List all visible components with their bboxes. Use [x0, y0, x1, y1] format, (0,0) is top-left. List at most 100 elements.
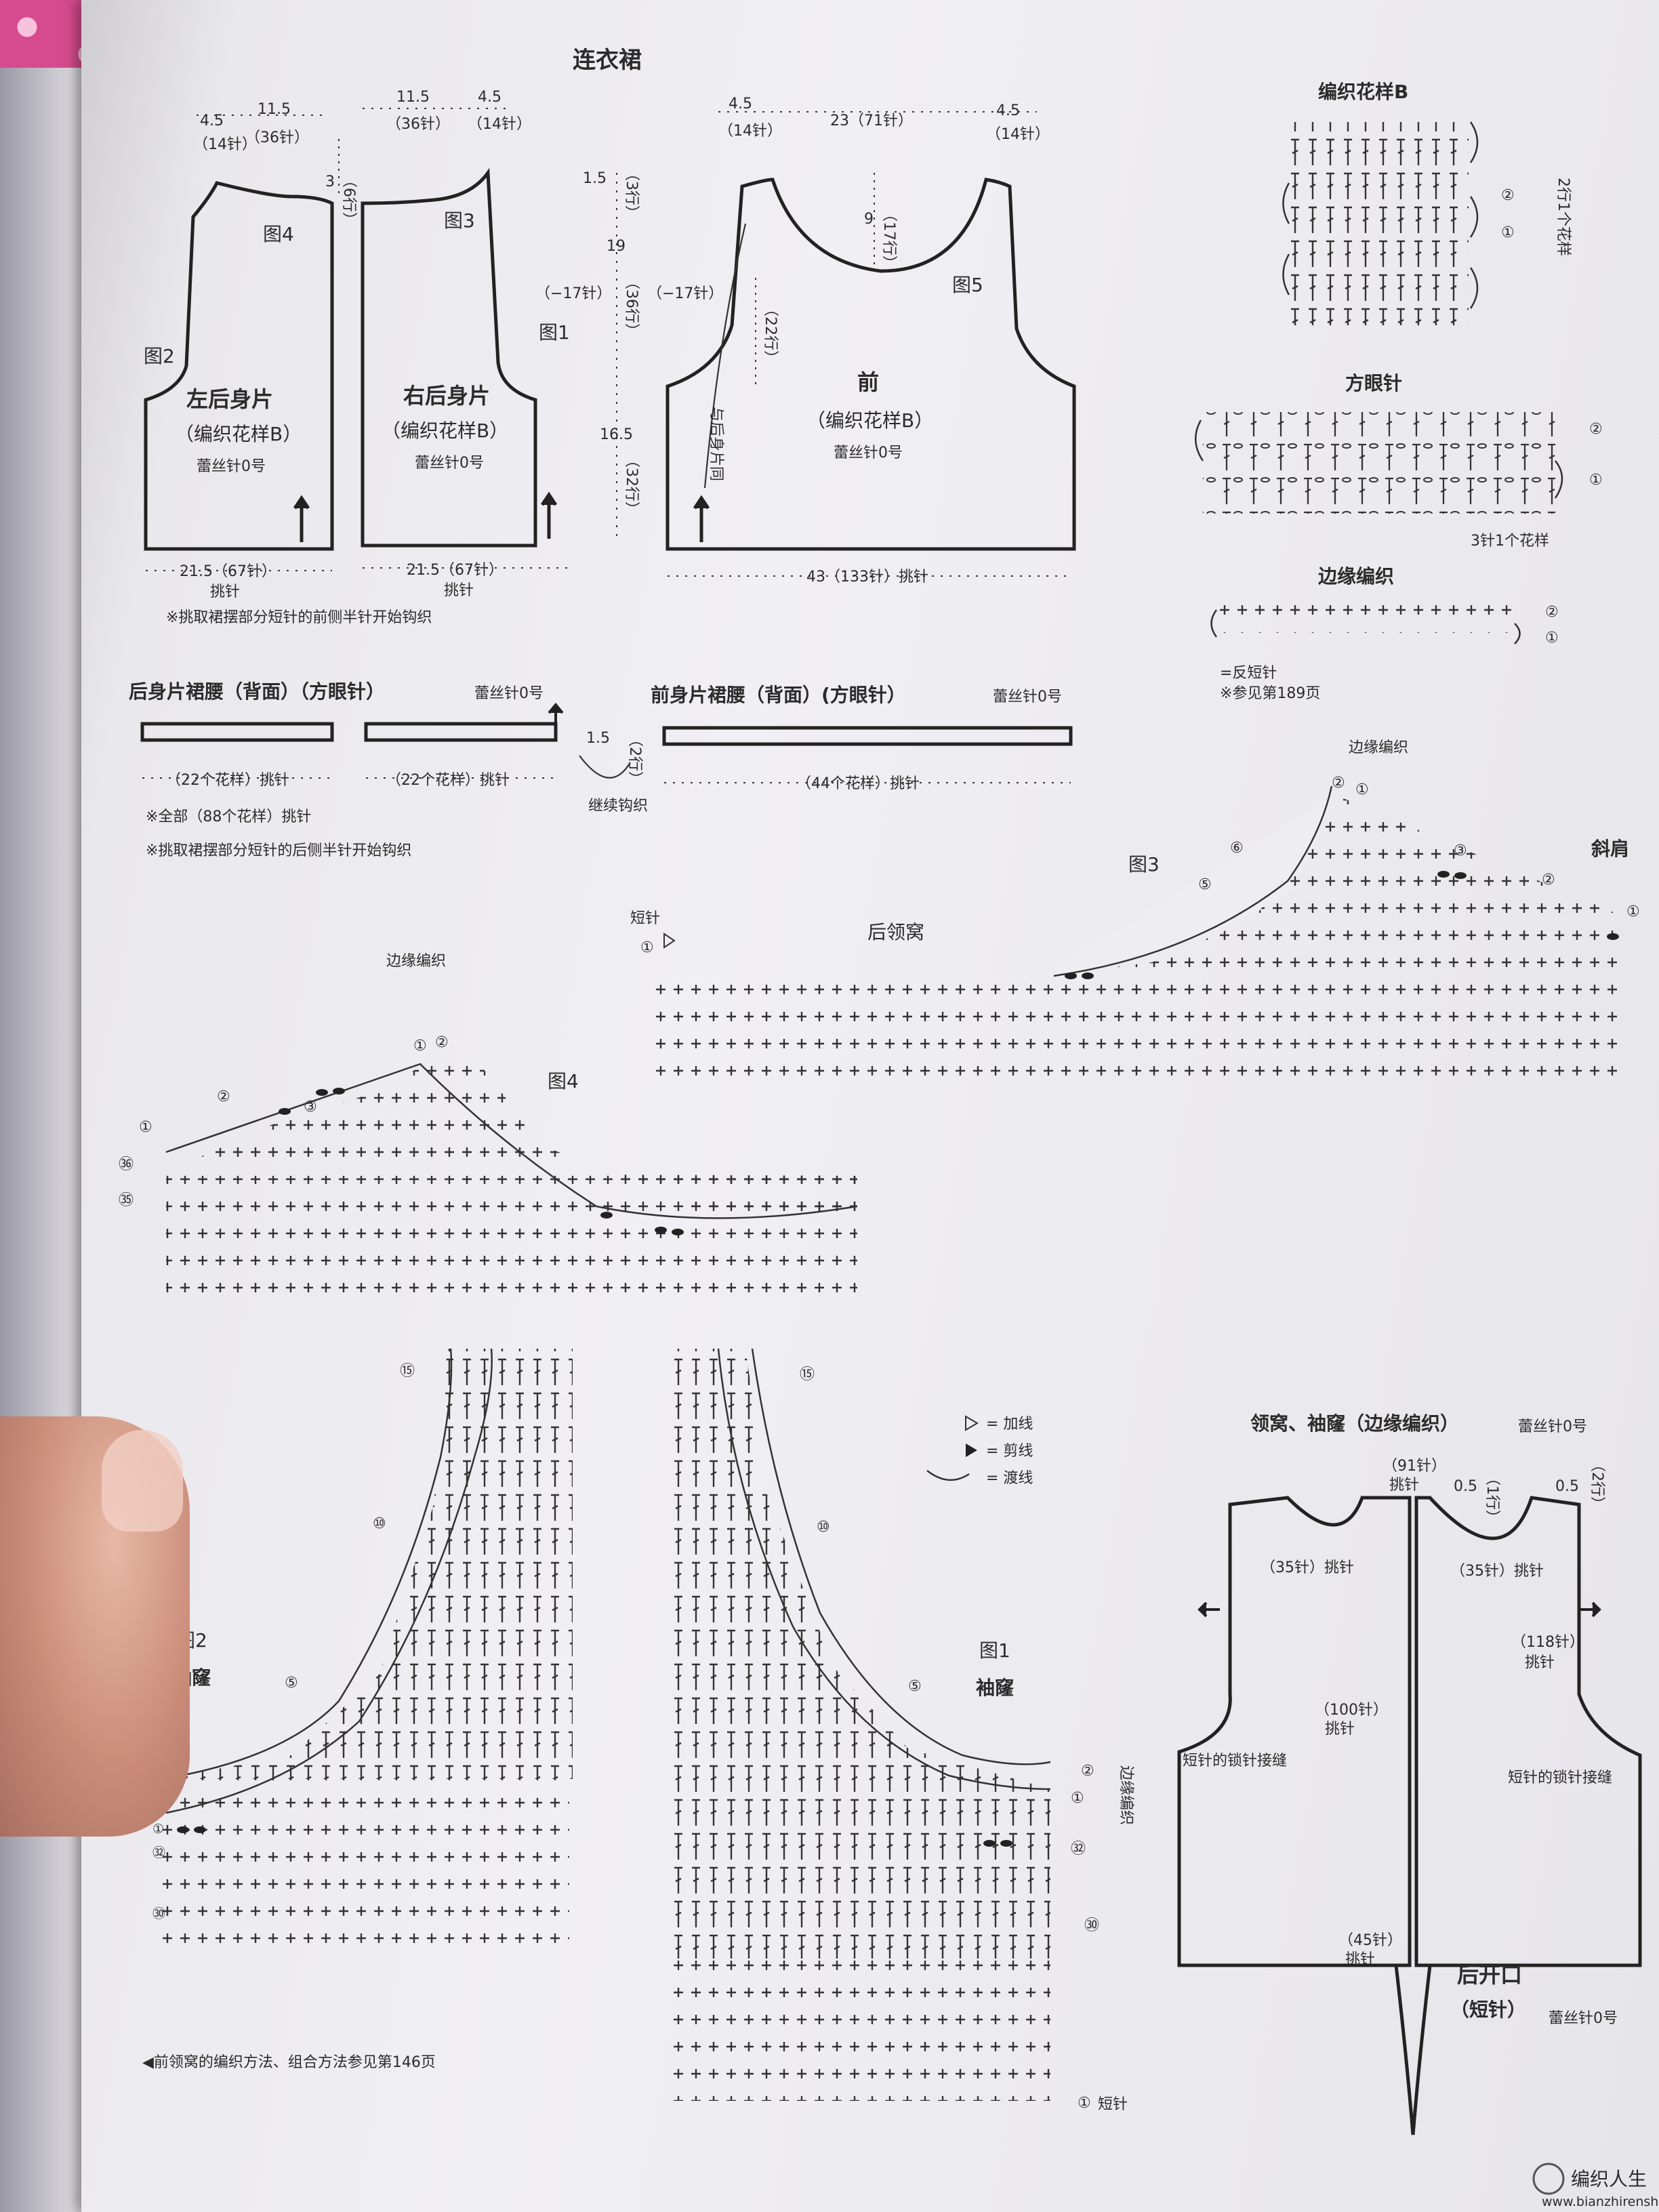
- svg-text:③: ③: [304, 1099, 317, 1115]
- svg-text:（100针）: （100针）: [1315, 1702, 1388, 1719]
- svg-text:编织花样B: 编织花样B: [1318, 81, 1408, 103]
- svg-text:边缘编织: 边缘编织: [386, 953, 446, 970]
- watermark: 编织人生 www.bianzhirensheng.com: [1532, 2163, 1659, 2209]
- svg-text:※参见第189页: ※参见第189页: [1220, 685, 1320, 702]
- svg-text:（36行）: （36行）: [623, 274, 640, 338]
- svg-text:②: ②: [1542, 872, 1555, 888]
- assembly-diagram: 领窝、袖窿（边缘编织） 蕾丝针0号 （91针） 挑针 0.5 （1行） 0.5 …: [1177, 1412, 1642, 2135]
- svg-text:挑针: 挑针: [444, 582, 474, 599]
- svg-text:（14针）: （14针）: [986, 126, 1050, 143]
- svg-text:（14针）: （14针）: [468, 116, 531, 133]
- svg-text:②: ②: [1081, 1763, 1094, 1780]
- svg-text:（2行）: （2行）: [626, 732, 643, 786]
- svg-text:斜肩: 斜肩: [1591, 838, 1629, 860]
- svg-text:边缘编织: 边缘编织: [1118, 1765, 1134, 1825]
- svg-text:（−17针）: （−17针）: [647, 285, 723, 302]
- dimension-annotations: 4.5 （14针） 11.5 （36针） 11.5 （36针） 4.5 （14针…: [146, 89, 1071, 626]
- svg-text:（14针）: （14针）: [718, 123, 782, 140]
- svg-text:图1: 图1: [979, 1639, 1010, 1662]
- svg-text:3: 3: [325, 173, 335, 190]
- svg-text:②: ②: [1332, 775, 1345, 792]
- svg-text:②: ②: [1545, 604, 1559, 621]
- svg-text:⑤: ⑤: [285, 1675, 298, 1692]
- svg-text:（44个花样）挑针: （44个花样）挑针: [796, 775, 920, 792]
- svg-text:0.5: 0.5: [1555, 1478, 1579, 1495]
- svg-text:= 渡线: = 渡线: [986, 1470, 1033, 1487]
- svg-text:短针的锁针接缝: 短针的锁针接缝: [1183, 1753, 1287, 1769]
- direction-guide-line: [703, 223, 747, 489]
- svg-text:⑩: ⑩: [373, 1515, 386, 1532]
- svg-text:蕾丝针0号: 蕾丝针0号: [1549, 2010, 1618, 2027]
- svg-text:㉟: ㉟: [119, 1192, 134, 1209]
- svg-text:挑针: 挑针: [1525, 1654, 1555, 1671]
- svg-text:21.5（67针）: 21.5（67针）: [407, 562, 504, 579]
- svg-text:方眼针: 方眼针: [1345, 372, 1402, 394]
- svg-text:②: ②: [1589, 421, 1603, 438]
- fig-label: 图4: [263, 223, 294, 245]
- svg-text:（36针）: （36针）: [386, 116, 450, 133]
- svg-text:（45针）: （45针）: [1338, 1932, 1402, 1949]
- piece-hook: 蕾丝针0号: [415, 455, 484, 472]
- piece-title: 左后身片: [186, 386, 273, 412]
- svg-text:4.5: 4.5: [200, 112, 224, 129]
- svg-text:（1行）: （1行）: [1483, 1471, 1500, 1525]
- svg-text:11.5: 11.5: [396, 89, 430, 106]
- svg-text:短针的锁针接缝: 短针的锁针接缝: [1508, 1769, 1612, 1786]
- svg-text:①: ①: [413, 1038, 427, 1054]
- footer-note: ◀前领窝的编织方法、组合方法参见第146页: [142, 2054, 436, 2071]
- svg-text:①: ①: [1071, 1790, 1084, 1807]
- direction-arrow: [693, 495, 710, 542]
- fig-side-label: 图1: [539, 321, 570, 344]
- svg-text:⑤: ⑤: [908, 1678, 922, 1695]
- svg-text:（短针）: （短针）: [1450, 1999, 1526, 2021]
- svg-text:1.5: 1.5: [583, 170, 607, 187]
- piece-hook: 蕾丝针0号: [834, 445, 903, 462]
- svg-text:挑针: 挑针: [1389, 1477, 1419, 1494]
- svg-text:后开口: 后开口: [1457, 1962, 1522, 1988]
- svg-text:后身片裙腰（背面）（方眼针）: 后身片裙腰（背面）（方眼针）: [129, 680, 385, 703]
- svg-text:②: ②: [435, 1034, 449, 1051]
- piece-hook: 蕾丝针0号: [197, 458, 266, 475]
- fig1-armhole-chart: 图1 袖窿 ⑮ ⑩ ⑤ ② ① ㉜ ㉚ ① 短针 边缘编织: [671, 1348, 1134, 2113]
- svg-text:（22个花样）挑针: （22个花样）挑针: [386, 772, 510, 789]
- svg-text:编织人生: 编织人生: [1571, 2168, 1647, 2190]
- piece-title: 前: [857, 369, 879, 395]
- svg-text:㉚: ㉚: [1084, 1917, 1099, 1934]
- svg-text:4.5: 4.5: [996, 102, 1020, 119]
- svg-text:①: ①: [1355, 781, 1369, 798]
- edge-chart: 边缘编织 ② ① =反短针 ※参见第189页: [1210, 565, 1559, 702]
- svg-text:=反短针: =反短针: [1220, 665, 1277, 682]
- svg-text:www.bianzhirensheng.com: www.bianzhirensheng.com: [1542, 2194, 1659, 2209]
- fig-label: 图5: [952, 274, 983, 296]
- fig-label: 图3: [444, 209, 475, 232]
- fig-side-label: 图2: [144, 345, 175, 367]
- svg-text:①: ①: [1545, 630, 1559, 647]
- svg-text:2行1个花样: 2行1个花样: [1555, 178, 1572, 256]
- svg-text:（36针）: （36针）: [245, 129, 309, 146]
- svg-text:㊱: ㊱: [119, 1156, 134, 1173]
- svg-text:（6行）: （6行）: [340, 173, 357, 227]
- svg-text:16.5: 16.5: [600, 426, 633, 443]
- svg-text:（35针）挑针: （35针）挑针: [1261, 1559, 1354, 1576]
- svg-text:⑮: ⑮: [400, 1363, 415, 1380]
- note-front-half: ※挑取裙摆部分短针的前侧半针开始钩织: [166, 609, 432, 626]
- svg-text:边缘编织: 边缘编织: [1349, 739, 1408, 756]
- stitch-legend: = 加线 = 剪线 = 渡线: [926, 1415, 1033, 1487]
- svg-text:②: ②: [1501, 187, 1515, 204]
- svg-text:（17行）: （17行）: [880, 207, 897, 270]
- svg-text:蕾丝针0号: 蕾丝针0号: [1518, 1418, 1587, 1435]
- svg-text:图3: 图3: [1128, 853, 1160, 876]
- left-back-piece: 图4 图2 左后身片 （编织花样B） 蕾丝针0号: [144, 181, 334, 551]
- svg-text:（2行）: （2行）: [1589, 1457, 1605, 1511]
- svg-text:= 剪线: = 剪线: [986, 1443, 1033, 1460]
- piece-title: 右后身片: [403, 383, 490, 409]
- svg-text:①: ①: [1626, 903, 1640, 920]
- svg-text:4.5: 4.5: [729, 96, 752, 112]
- front-piece: 图5 前 （编织花样B） 蕾丝针0号 与后身片同: [665, 178, 1076, 551]
- direction-arrow: [293, 495, 310, 542]
- svg-text:短针: 短针: [630, 910, 660, 927]
- svg-text:4.5: 4.5: [478, 89, 501, 106]
- pattern-b-chart: 编织花样B ② ① 2行1个花样: [1282, 81, 1572, 325]
- svg-text:③: ③: [1454, 842, 1467, 859]
